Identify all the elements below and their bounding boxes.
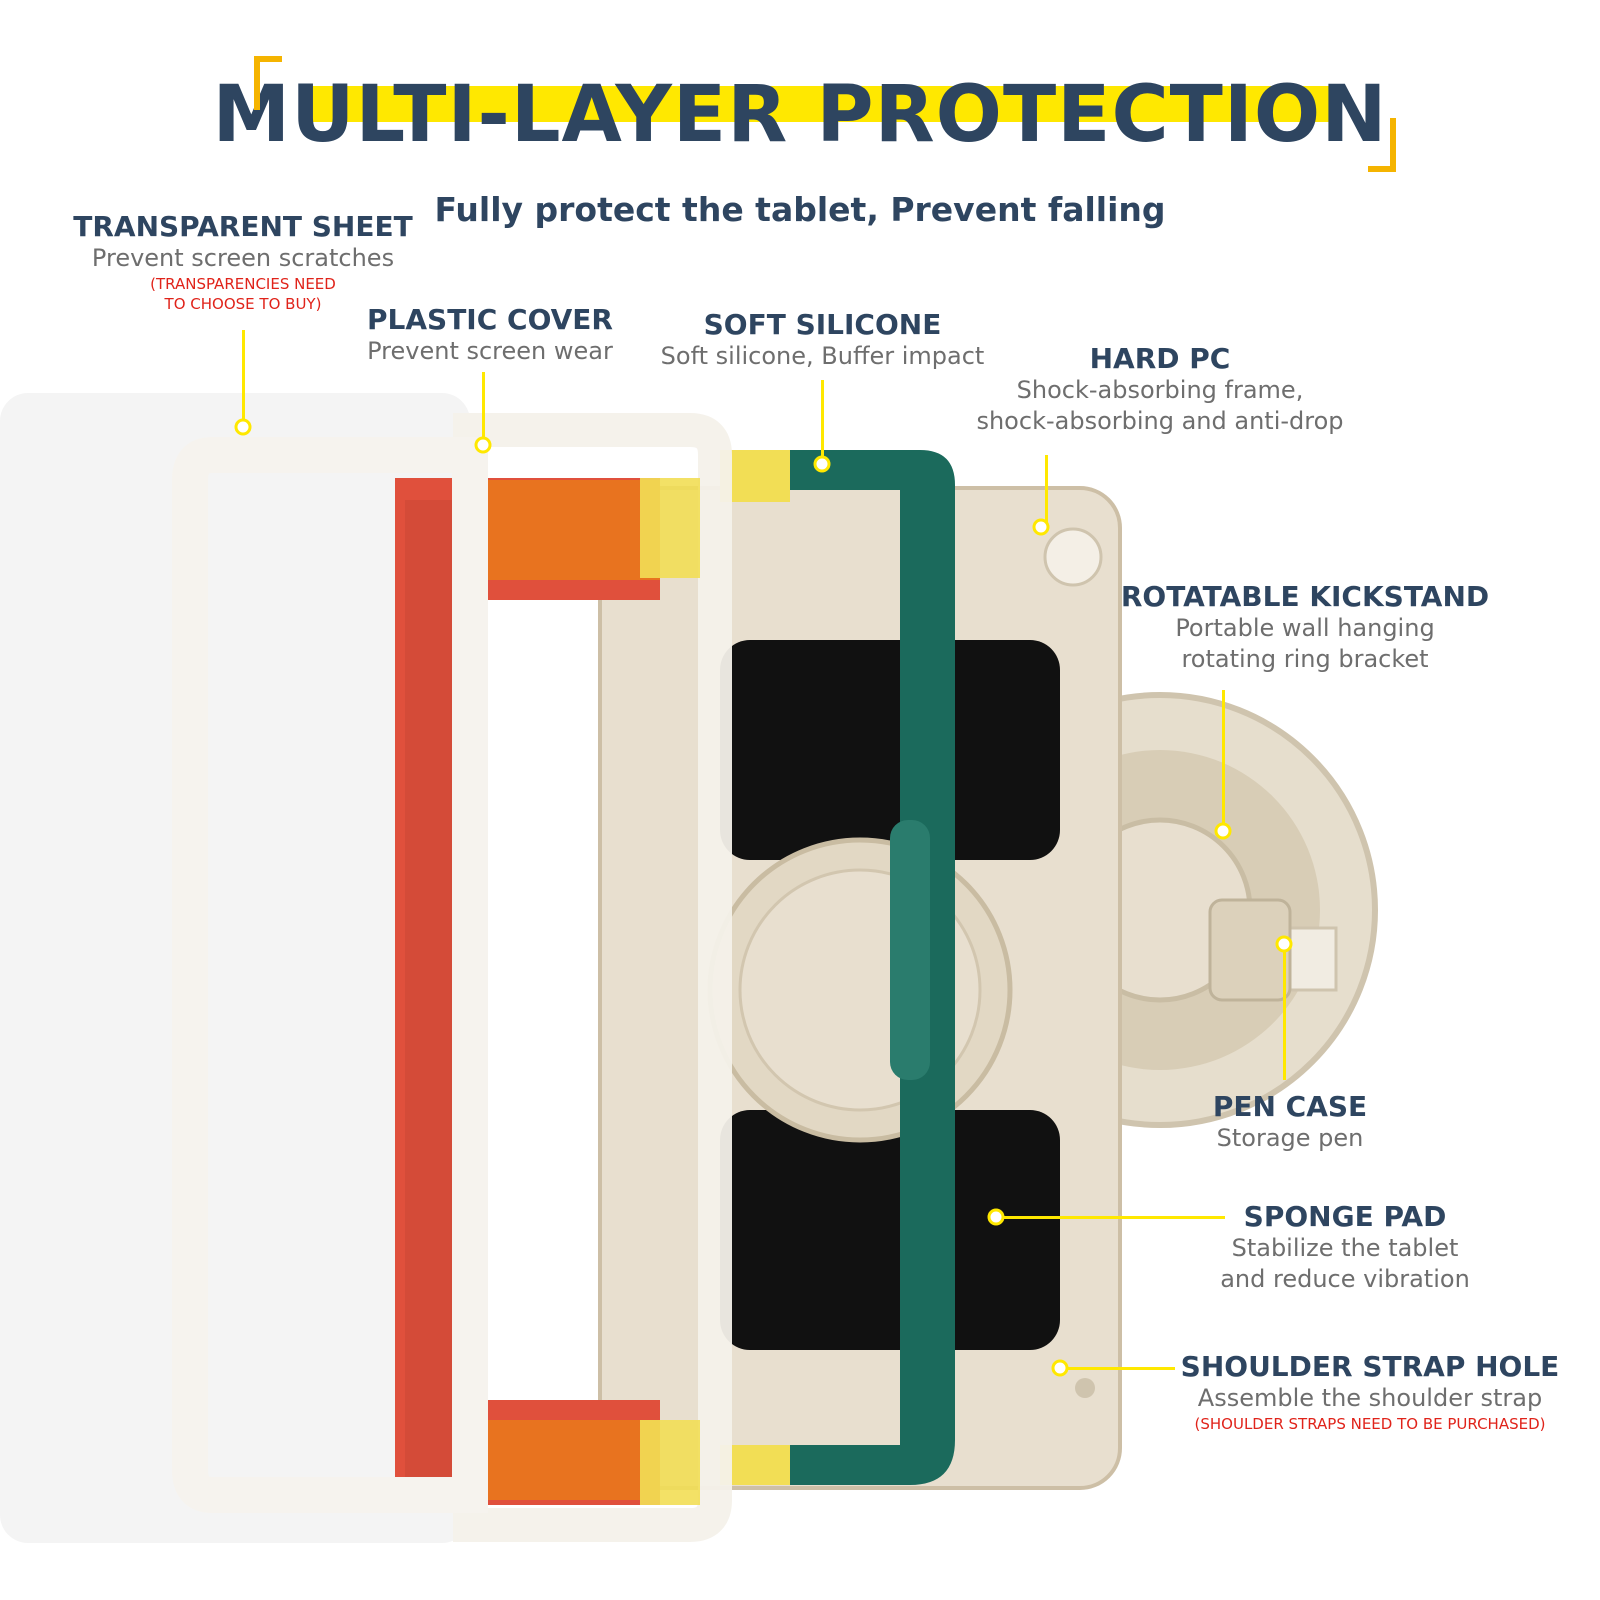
callout-plastic-cover: PLASTIC COVER Prevent screen wear: [345, 303, 635, 367]
screen-frame-layer: [172, 437, 488, 1513]
callout-desc: Storage pen: [1216, 1124, 1364, 1152]
callout-line-kickstand: [1222, 690, 1225, 830]
callout-line-hard-pc: [1045, 455, 1048, 525]
page-subtitle: Fully protect the tablet, Prevent fallin…: [434, 190, 1166, 229]
callout-heading: PEN CASE: [1212, 1090, 1368, 1123]
callout-rotatable-kickstand: ROTATABLE KICKSTAND Portable wall hangin…: [1120, 580, 1490, 675]
callout-desc: Portable wall hanging: [1175, 614, 1435, 642]
callout-desc: Prevent screen wear: [367, 337, 613, 365]
callout-line-shoulder-strap: [1065, 1367, 1175, 1370]
page-title: MULTI-LAYER PROTECTION: [212, 70, 1388, 160]
callout-desc: Shock-absorbing frame,: [1016, 376, 1304, 404]
corner-bracket-left-icon: [254, 56, 282, 110]
callout-shoulder-strap-hole: SHOULDER STRAP HOLE Assemble the shoulde…: [1160, 1350, 1580, 1434]
callout-desc: Prevent screen scratches: [91, 244, 395, 272]
callout-line-sponge-pad: [1000, 1216, 1225, 1219]
callout-desc: Soft silicone, Buffer impact: [660, 342, 985, 370]
callout-desc: Assemble the shoulder strap: [1197, 1384, 1543, 1412]
callout-sponge-pad: SPONGE PAD Stabilize the tablet and redu…: [1205, 1200, 1485, 1295]
callout-note: (SHOULDER STRAPS NEED TO BE PURCHASED): [1194, 1415, 1546, 1433]
callout-desc: shock-absorbing and anti-drop: [976, 407, 1344, 435]
callout-dot-sponge-pad: [987, 1208, 1005, 1226]
transparent-sheet-layer: [0, 393, 470, 1543]
callout-heading: SHOULDER STRAP HOLE: [1180, 1350, 1560, 1383]
callout-dot-kickstand: [1214, 822, 1232, 840]
callout-transparent-sheet: TRANSPARENT SHEET Prevent screen scratch…: [68, 210, 418, 314]
callout-dot-transparent-sheet: [234, 418, 252, 436]
corner-bracket-right-icon: [1368, 118, 1396, 172]
callout-dot-pen-case: [1275, 935, 1293, 953]
callout-heading: SOFT SILICONE: [703, 308, 942, 341]
callout-dot-hard-pc: [1032, 518, 1050, 536]
callout-line-transparent-sheet: [242, 330, 245, 425]
callout-heading: ROTATABLE KICKSTAND: [1120, 580, 1490, 613]
title-highlight-bar: [312, 86, 1340, 122]
callout-note: TO CHOOSE TO BUY): [164, 295, 322, 313]
pen-case-part: [1286, 926, 1338, 992]
callout-dot-shoulder-strap: [1051, 1359, 1069, 1377]
hard-pc-shell: [598, 486, 1122, 1490]
callout-desc: Stabilize the tablet: [1231, 1234, 1459, 1262]
callout-soft-silicone: SOFT SILICONE Soft silicone, Buffer impa…: [650, 308, 995, 372]
callout-pen-case: PEN CASE Storage pen: [1190, 1090, 1390, 1154]
callout-desc: rotating ring bracket: [1181, 645, 1429, 673]
callout-dot-plastic-cover: [474, 436, 492, 454]
callout-line-plastic-cover: [482, 372, 485, 442]
callout-dot-soft-silicone: [813, 455, 831, 473]
callout-heading: HARD PC: [1089, 342, 1231, 375]
callout-heading: PLASTIC COVER: [367, 303, 613, 336]
callout-hard-pc: HARD PC Shock-absorbing frame, shock-abs…: [960, 342, 1360, 437]
title-block: MULTI-LAYER PROTECTION: [0, 60, 1600, 180]
callout-heading: TRANSPARENT SHEET: [73, 210, 413, 243]
callout-desc: and reduce vibration: [1220, 1265, 1470, 1293]
callout-line-pen-case: [1283, 950, 1286, 1080]
callout-line-soft-silicone: [821, 380, 824, 460]
plastic-cover-layer: [453, 413, 732, 1542]
callout-note: (TRANSPARENCIES NEED: [150, 275, 336, 293]
callout-heading: SPONGE PAD: [1243, 1200, 1447, 1233]
